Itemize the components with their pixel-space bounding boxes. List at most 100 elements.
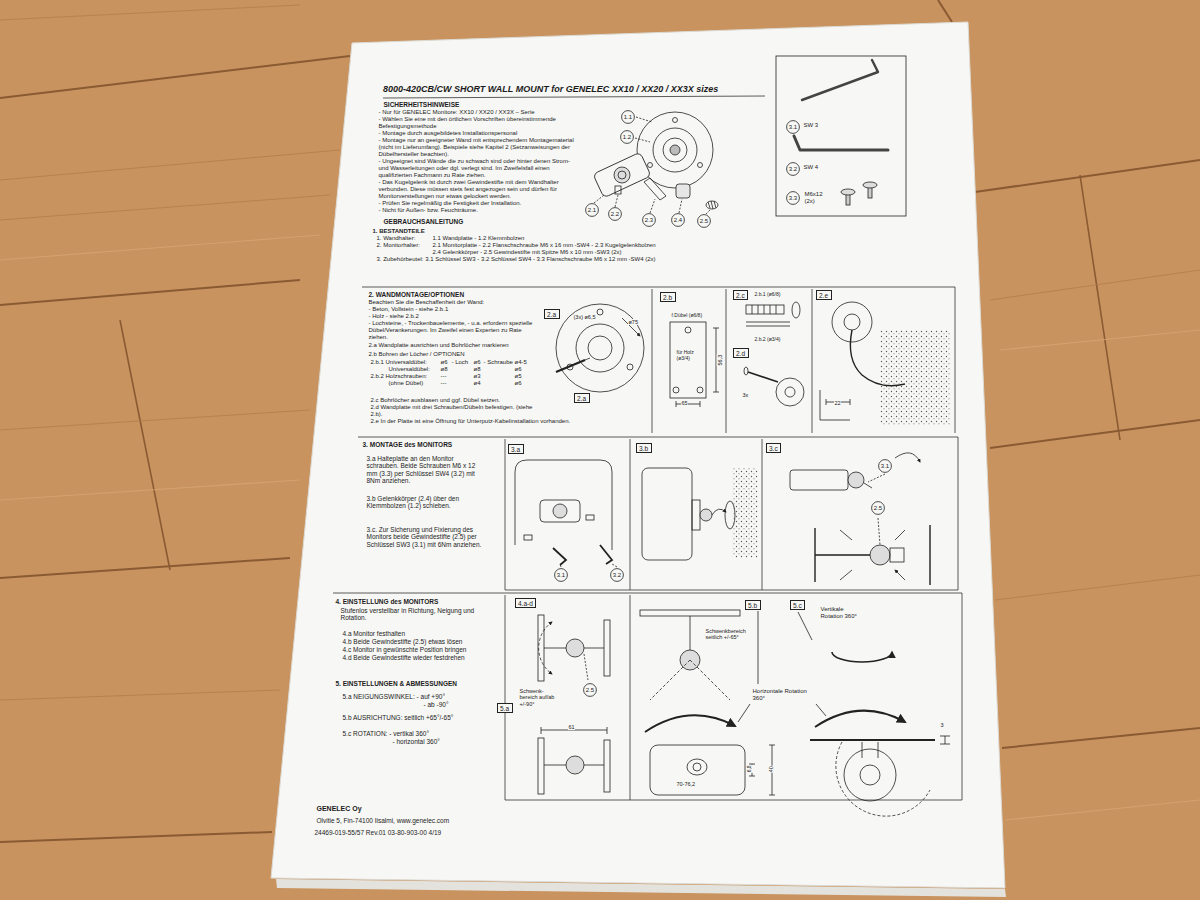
sheet-title: 8000-420CB/CW SHORT WALL MOUNT for GENEL… (383, 84, 718, 94)
label-text: 6,8 (747, 765, 753, 773)
label-text: - Montage nur an geeigneter Wand mit ent… (378, 137, 579, 158)
adjustment-figures-part (650, 745, 745, 795)
bracket-exploded-view-part (663, 138, 687, 162)
label-text: 3. MONTAGE des MONITORS (362, 441, 453, 448)
adjustment-figures-part (693, 763, 701, 771)
label-text: - Das Kugelgelenk ist durch zwei Gewinde… (378, 179, 579, 200)
callout-number: 3.2 (613, 572, 621, 579)
monitor-mounting-figures-part (642, 468, 692, 560)
wall-mounting-figures-part (792, 302, 800, 318)
label-text: Vertikale Rotation 360° (820, 606, 861, 620)
wall-mounting-figures-part (597, 309, 603, 315)
callout-number: 3.3 (789, 195, 797, 202)
wood-floor-part (120, 320, 170, 570)
bracket-exploded-view-part (648, 163, 653, 168)
label-text: 2.b.1 Universaldübel: (370, 359, 427, 366)
monitor-mounting-figures-part (553, 504, 567, 518)
bracket-exploded-view-part (676, 184, 690, 198)
adjustment-figures-part (832, 652, 892, 662)
label-text: 5. EINSTELLUNGEN & ABMESSUNGEN (335, 680, 457, 687)
label-text: Stufenlos verstellbar in Richtung, Neigu… (340, 607, 491, 622)
callout-box: 2.a (544, 309, 560, 319)
label-text: --- (440, 380, 447, 387)
label-text: f.Dübel (ø6/8) (671, 313, 703, 319)
wood-floor-part (1002, 728, 1200, 748)
callout-circle-outline (787, 192, 800, 205)
label-text: 4.d Beide Gewindestifte wieder festdrehe… (342, 654, 465, 661)
label-text: 2.e In der Platte ist eine Öffnung für U… (370, 418, 571, 425)
bracket-exploded-view-part (594, 117, 711, 214)
callout-circle: 1.1 (621, 110, 635, 124)
label-text: 70-76,2 (676, 781, 696, 787)
callout-circle: 3.2 (610, 568, 624, 582)
accessory-bag-part (841, 189, 855, 195)
callout-box: 3.c (766, 443, 781, 453)
monitor-mounting-figures-part (870, 545, 890, 565)
wall-mounting-figures-part (880, 330, 950, 425)
callout-number: 2.a (547, 311, 556, 318)
wood-floor-part (0, 832, 272, 842)
bracket-exploded-view-part (593, 152, 651, 198)
paper-sheet-part (271, 22, 1005, 888)
label-text: 2.b.1 (ø6/8) (754, 292, 781, 298)
callout-number: 3.1 (881, 463, 889, 470)
callout-number: 5.a (500, 705, 509, 712)
callout-circle-outline (643, 214, 656, 227)
monitor-mounting-figures-part (692, 500, 700, 530)
callout-number: 3.1 (789, 124, 797, 131)
accessory-bag-part (802, 60, 878, 100)
adjustment-figures (538, 610, 950, 816)
wall-mounting-figures-part (673, 387, 679, 393)
adjustment-figures-part (836, 742, 930, 816)
wall-mounting-figures-part (744, 367, 748, 375)
label-text: 4.c Monitor in gewünschte Position bring… (342, 646, 467, 653)
callout-box: 3.b (636, 443, 652, 453)
callout-number: 3.b (639, 445, 648, 452)
callout-number: 2.c (736, 292, 745, 299)
label-text: 3. Zubehörbeutel: 3.1 Schlüssel SW3 - 3.… (376, 256, 656, 263)
wall-mounting-figures-part (685, 327, 691, 333)
accessory-bag-part (794, 136, 888, 150)
monitor-mounting-figures-part (515, 460, 612, 550)
label-text: 24469-019-55/57 Rev.01 03-80-903-00 4/19 (314, 829, 442, 836)
bracket-exploded-view (593, 112, 718, 214)
label-text: 65 (681, 400, 688, 406)
callout-circle: 2.1 (585, 203, 599, 217)
callout-box: 5.b (745, 600, 761, 610)
bracket-exploded-view-part (644, 178, 666, 200)
callout-circle: 1.2 (620, 130, 634, 144)
label-text: ø8 (473, 366, 481, 373)
wood-floor-part (1080, 175, 1120, 440)
label-text: SICHERHEITSHINWEISE (383, 101, 460, 108)
callout-circle: 2.3 (642, 213, 656, 227)
label-text: 3x (742, 392, 749, 398)
monitor-mounting-figures-part (524, 535, 532, 540)
label-text: - Holz - siehe 2.b.2 (368, 313, 419, 320)
label-text: 2.c Bohrlöcher ausblasen und ggf. Dübel … (370, 397, 539, 404)
adjustment-figures-part (584, 648, 604, 649)
label-text: Universaldübel: (388, 366, 430, 373)
paper-sheet (271, 22, 1006, 897)
adjustment-figures-part (645, 715, 735, 732)
section-rules-part (333, 593, 962, 594)
monitor-mounting-figures-part (815, 525, 930, 585)
label-text: ø3 (473, 373, 481, 380)
label-text: - Montage durch ausgebildetes Installati… (378, 130, 579, 137)
wood-floor-part (0, 56, 350, 98)
monitor-mounting-figures-part (600, 545, 612, 564)
adjustment-figures-part (844, 749, 896, 801)
label-text: - Loch (451, 359, 469, 366)
wall-mounting-figures-part (622, 318, 640, 336)
callout-circle: 3.1 (878, 459, 892, 473)
label-text: Olvitie 5, Fin-74100 Iisalmi, www.genele… (316, 817, 450, 824)
label-text: - Beton, Vollstein - siehe 2.b.1 (368, 306, 449, 313)
monitor-mounting-figures-part (868, 474, 885, 545)
callout-box: 2.b (660, 292, 676, 302)
label-text: 56,3 (717, 354, 723, 366)
monitor-mounting-figures-part (895, 453, 920, 462)
label-text: - ab -90° (423, 701, 449, 708)
